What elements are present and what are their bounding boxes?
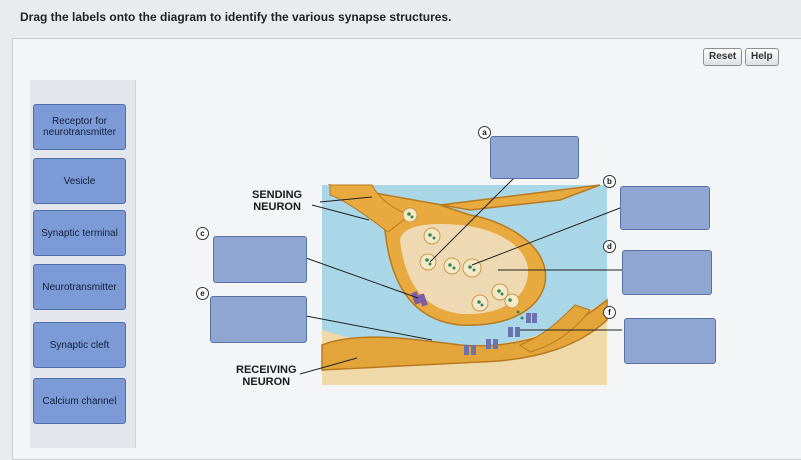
sending-neuron-label: SENDING NEURON [252, 189, 302, 213]
label-vesicle[interactable]: Vesicle [33, 158, 126, 204]
synapse-diagram [299, 161, 622, 385]
drop-target-e[interactable] [210, 296, 307, 343]
marker-c: c [196, 227, 209, 240]
label-neurotransmitter[interactable]: Neurotransmitter [33, 264, 126, 310]
sending-neuron-line1: SENDING [252, 189, 303, 201]
receiving-neuron-line2: NEURON [242, 376, 291, 388]
drop-target-d[interactable] [622, 250, 712, 295]
marker-f: f [603, 306, 616, 319]
instruction-text: Drag the labels onto the diagram to iden… [20, 10, 452, 24]
drop-target-b[interactable] [620, 186, 710, 230]
sending-neuron-line2: NEURON [253, 201, 301, 213]
reset-button[interactable]: Reset [703, 48, 743, 66]
marker-e: e [196, 287, 209, 300]
label-synaptic-terminal[interactable]: Synaptic terminal [33, 210, 126, 256]
marker-d: d [603, 240, 616, 253]
help-button[interactable]: Help [745, 48, 779, 66]
drop-target-f[interactable] [624, 318, 716, 364]
label-calcium-channel[interactable]: Calcium channel [33, 378, 126, 424]
receiving-neuron-label: RECEIVING NEURON [236, 364, 297, 388]
label-synaptic-cleft[interactable]: Synaptic cleft [33, 322, 126, 368]
label-receptor[interactable]: Receptor for neurotransmitter [33, 104, 126, 150]
drop-target-a[interactable] [490, 136, 579, 179]
marker-b: b [603, 175, 616, 188]
receiving-neuron-line1: RECEIVING [236, 364, 297, 376]
marker-a: a [478, 126, 491, 139]
drop-target-c[interactable] [213, 236, 307, 283]
